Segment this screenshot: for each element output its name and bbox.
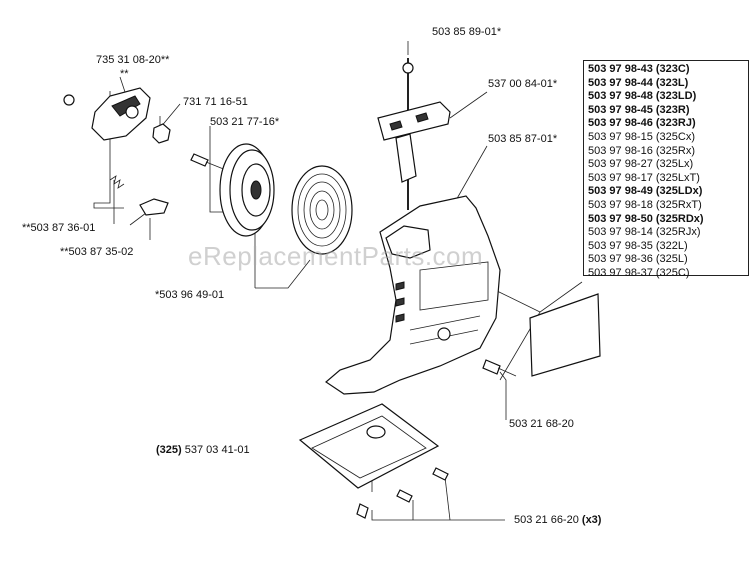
bottom-screws [356, 467, 449, 519]
model-list-item: 503 97 98-16 (325Rx) [588, 144, 696, 157]
model-list-item: 503 97 98-15 (325Cx) [588, 130, 696, 143]
watermark: eReplacementParts.com [188, 241, 484, 271]
model-list-item: 503 97 98-44 (323L) [588, 76, 689, 89]
pulley-cover [63, 87, 171, 144]
model-list-item: 503 97 98-17 (325LxT) [588, 171, 700, 184]
part-label: **503 87 36-01 [22, 222, 96, 234]
model-list-item: 503 97 98-18 (325RxT) [588, 198, 702, 211]
part-number: 537 03 41-01 [184, 444, 250, 456]
part-label: 503 21 77-16* [210, 116, 280, 128]
part-label: ** [120, 68, 129, 80]
part-label-group: (325) 537 03 41-01 [156, 444, 250, 456]
model-list-item: 503 97 98-48 (323LD) [588, 90, 697, 103]
starter-pulley [219, 143, 275, 237]
model-list-item: 503 97 98-50 (325RDx) [588, 212, 704, 225]
part-label: 503 21 68-20 [509, 418, 574, 430]
part-label: *503 96 49-01 [155, 289, 225, 301]
bottom-plate [298, 403, 440, 489]
starter-handle [377, 58, 451, 210]
part-label: 735 31 08-20** [96, 54, 170, 66]
model-list-item: 503 97 98-14 (325RJx) [588, 226, 701, 239]
starter-housing [325, 195, 501, 395]
model-list-item: 503 97 98-37 (325C) [588, 266, 690, 279]
decal [529, 293, 601, 377]
model-list-item: 503 97 98-45 (323R) [588, 103, 690, 116]
part-label: 731 71 16-51 [183, 96, 248, 108]
model-list-item: 503 97 98-27 (325Lx) [588, 158, 694, 171]
part-label: 503 85 87-01* [488, 133, 558, 145]
model-list-item: 503 97 98-43 (323C) [588, 63, 690, 75]
recoil-spring [291, 165, 353, 255]
model-prefix: (325) [156, 444, 182, 456]
part-label: **503 87 35-02 [60, 246, 134, 258]
screw-left [190, 153, 227, 171]
pawl-spring [109, 175, 169, 216]
part-label-group: 503 21 66-20 (x3) [514, 514, 601, 526]
part-number: 503 21 66-20 [514, 514, 579, 526]
part-label: 503 85 89-01* [432, 26, 502, 38]
screw-right [482, 359, 517, 377]
model-list-item: 503 97 98-46 (323RJ) [588, 117, 696, 130]
model-list-item: 503 97 98-36 (325L) [588, 253, 688, 266]
model-list-item: 503 97 98-49 (325LDx) [588, 185, 703, 198]
model-list-item: 503 97 98-35 (322L) [588, 239, 688, 252]
quantity-suffix: (x3) [581, 514, 602, 526]
model-list: 503 97 98-43 (323C) 503 97 98-44 (323L) … [583, 60, 749, 279]
part-label: 537 00 84-01* [488, 78, 558, 90]
